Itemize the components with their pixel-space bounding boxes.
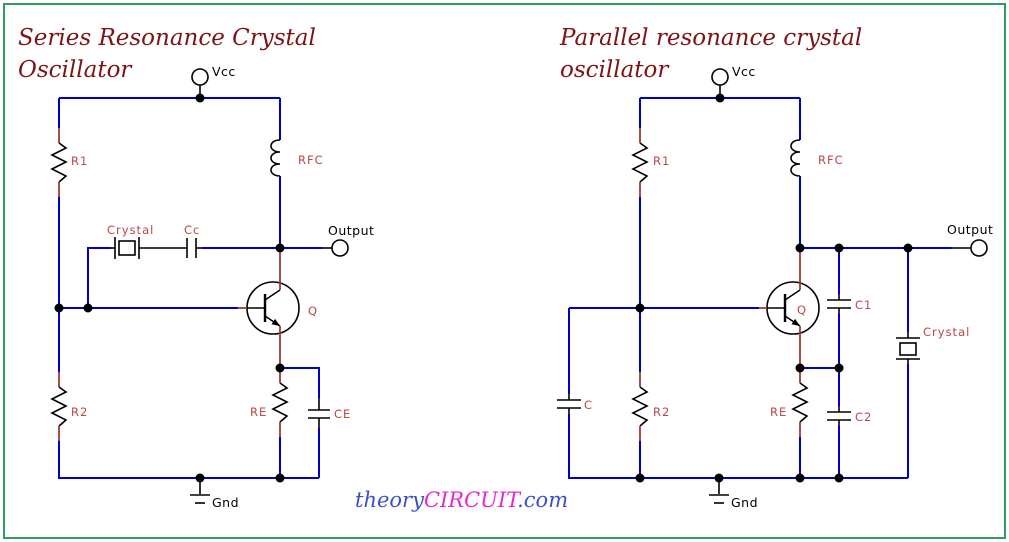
right-rfc-label: RFC bbox=[818, 153, 844, 167]
right-transistor-q: Q bbox=[759, 248, 820, 368]
left-crystal: Crystal bbox=[107, 223, 187, 259]
right-vcc-terminal: Vcc bbox=[711, 64, 756, 98]
right-title-line2: oscillator bbox=[560, 57, 669, 83]
left-transistor-q: Q bbox=[238, 248, 318, 368]
right-r2-label: R2 bbox=[653, 405, 670, 419]
right-re-label: RE bbox=[770, 405, 787, 419]
left-q-label: Q bbox=[308, 304, 318, 318]
right-capacitor-c1: C1 bbox=[827, 294, 872, 314]
left-output-terminal: Output bbox=[322, 223, 374, 257]
left-title-line2: Oscillator bbox=[18, 57, 132, 83]
right-output-label: Output bbox=[947, 222, 993, 237]
left-vcc-label: Vcc bbox=[212, 64, 236, 79]
right-resistor-r2: R2 bbox=[631, 372, 670, 441]
right-capacitor-c: C bbox=[557, 394, 593, 414]
left-output-label: Output bbox=[328, 223, 374, 238]
resistor-icon bbox=[50, 142, 68, 183]
right-circuit: Vcc R1 RFC Output bbox=[557, 64, 993, 510]
left-resistor-r1: R1 bbox=[50, 128, 88, 197]
vcc-terminal-icon bbox=[711, 68, 729, 86]
watermark-com: .com bbox=[517, 488, 569, 512]
crystal-icon bbox=[118, 240, 136, 256]
left-resistor-re: RE bbox=[250, 368, 289, 437]
left-crystal-label: Crystal bbox=[107, 223, 154, 237]
right-junction-dots bbox=[635, 93, 913, 483]
right-wires bbox=[568, 97, 952, 479]
right-title-line1: Parallel resonance crystal bbox=[560, 25, 863, 51]
vcc-terminal-icon bbox=[191, 68, 209, 86]
right-r1-label: R1 bbox=[653, 154, 670, 168]
left-r1-label: R1 bbox=[71, 154, 88, 168]
inductor-icon bbox=[270, 139, 281, 177]
right-c1-label: C1 bbox=[855, 298, 872, 312]
right-crystal-label: Crystal bbox=[923, 325, 970, 339]
right-vcc-label: Vcc bbox=[732, 64, 756, 79]
left-gnd-label: Gnd bbox=[212, 495, 239, 510]
left-circuit-title: Series Resonance Crystal Oscillator bbox=[18, 22, 316, 86]
left-inductor-rfc: RFC bbox=[270, 139, 324, 177]
resistor-icon bbox=[271, 382, 289, 423]
resistor-icon bbox=[631, 142, 649, 183]
left-rfc-label: RFC bbox=[298, 153, 324, 167]
right-gnd-label: Gnd bbox=[731, 495, 758, 510]
watermark-theory: theory bbox=[355, 488, 424, 512]
emitter-arrow-icon bbox=[791, 318, 800, 326]
left-re-label: RE bbox=[250, 405, 267, 419]
resistor-icon bbox=[50, 386, 68, 427]
right-c2-label: C2 bbox=[855, 410, 872, 424]
left-wires bbox=[58, 97, 322, 479]
left-resistor-r2: R2 bbox=[50, 372, 88, 441]
left-vcc-terminal: Vcc bbox=[191, 64, 236, 98]
right-capacitor-c2: C2 bbox=[827, 406, 872, 426]
right-output-terminal: Output bbox=[947, 222, 993, 257]
site-watermark: theoryCIRCUIT.com bbox=[355, 488, 568, 512]
left-circuit: Vcc R1 RFC Crystal bbox=[50, 64, 374, 510]
left-capacitor-cc: Cc bbox=[184, 223, 202, 258]
right-crystal: Crystal bbox=[896, 325, 970, 364]
output-terminal-icon bbox=[331, 239, 349, 257]
emitter-arrow-icon bbox=[271, 318, 280, 326]
left-title-line1: Series Resonance Crystal bbox=[18, 25, 316, 51]
right-resistor-re: RE bbox=[770, 368, 809, 437]
right-q-label: Q bbox=[797, 303, 807, 317]
right-resistor-r1: R1 bbox=[631, 128, 670, 197]
watermark-circuit: CIRCUIT bbox=[423, 488, 518, 512]
left-cc-label: Cc bbox=[184, 223, 200, 237]
right-inductor-rfc: RFC bbox=[790, 139, 844, 177]
left-ce-label: CE bbox=[334, 407, 351, 421]
right-c-label: C bbox=[584, 398, 593, 412]
left-junction-dots bbox=[54, 93, 285, 483]
left-r2-label: R2 bbox=[71, 405, 88, 419]
crystal-icon bbox=[899, 342, 917, 356]
right-ground: Gnd bbox=[709, 478, 758, 510]
resistor-icon bbox=[631, 386, 649, 427]
left-ground: Gnd bbox=[190, 478, 239, 510]
right-circuit-title: Parallel resonance crystal oscillator bbox=[560, 22, 862, 86]
inductor-icon bbox=[790, 139, 801, 177]
output-terminal-icon bbox=[970, 239, 988, 257]
left-capacitor-ce: CE bbox=[308, 398, 351, 428]
resistor-icon bbox=[791, 382, 809, 423]
